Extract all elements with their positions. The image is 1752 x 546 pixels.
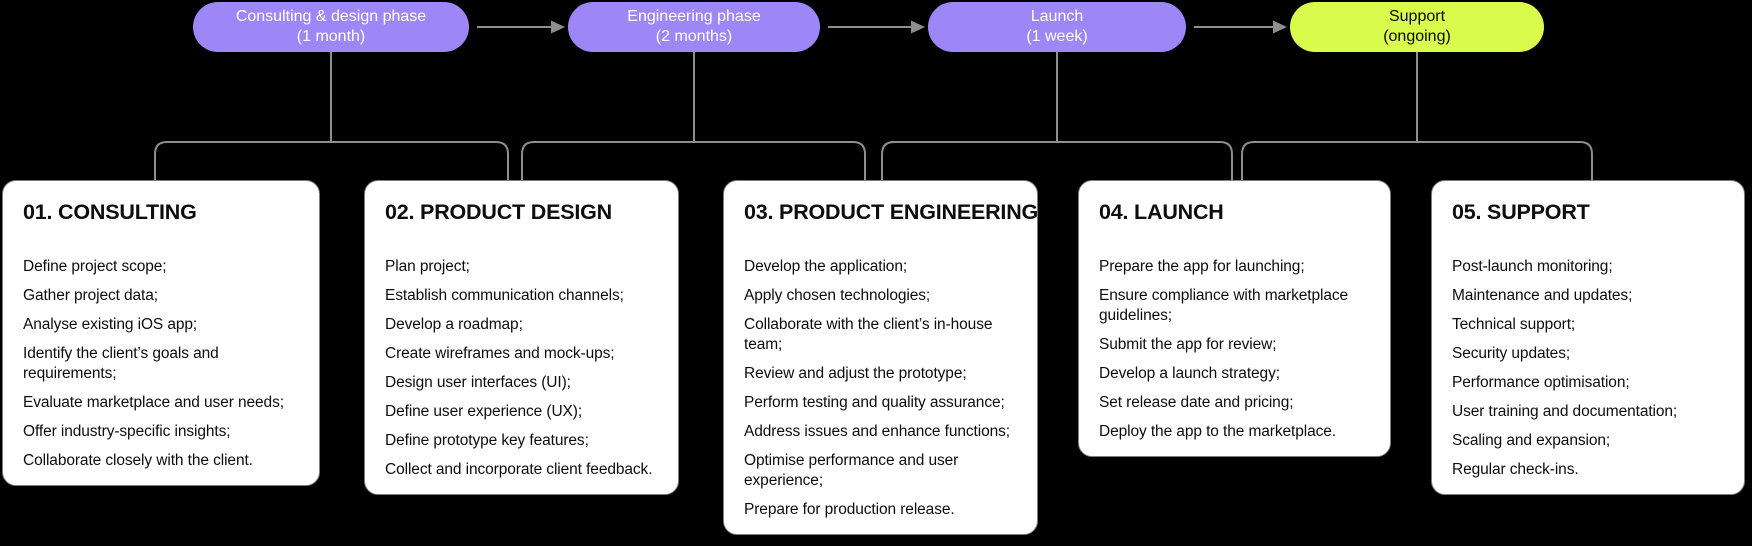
card-title: 02. PRODUCT DESIGN <box>385 200 612 224</box>
card-item: Review and adjust the prototype; <box>744 365 967 382</box>
card-item: Deploy the app to the marketplace. <box>1099 423 1336 440</box>
phase-label: Support <box>1388 8 1446 25</box>
card-product-design: 02. PRODUCT DESIGN Plan project; Establis… <box>364 180 679 495</box>
phase-pill-support: Support (ongoing) <box>1290 2 1544 52</box>
card-item: Apply chosen technologies; <box>744 287 931 304</box>
arrow-head-icon <box>1273 20 1287 34</box>
arrow-head-icon <box>551 20 565 34</box>
card-item: Optimise performance and user experience… <box>744 452 959 489</box>
card-item: Address issues and enhance functions; <box>744 423 1010 440</box>
card-item: Technical support; <box>1452 316 1576 333</box>
card-item: Develop a launch strategy; <box>1099 365 1280 382</box>
card-launch: 04. LAUNCH Prepare the app for launching… <box>1078 180 1391 457</box>
card-item: Define project scope; <box>23 258 167 275</box>
card-item: Define user experience (UX); <box>385 403 583 420</box>
card-item: Security updates; <box>1452 345 1571 362</box>
card-item-list: Prepare the app for launching; Ensure com… <box>1099 257 1370 442</box>
card-product-engineering: 03. PRODUCT ENGINEERING Develop the appl… <box>723 180 1038 535</box>
card-support: 05. SUPPORT Post-launch monitoring; Maint… <box>1431 180 1745 495</box>
bracket-connector <box>154 141 509 180</box>
bracket-connector <box>881 141 1233 180</box>
card-item: Scaling and expansion; <box>1452 432 1611 449</box>
card-item: Post-launch monitoring; <box>1452 258 1613 275</box>
card-item: Collaborate with the client’s in-house t… <box>744 316 993 353</box>
card-item: Maintenance and updates; <box>1452 287 1633 304</box>
phase-duration: (1 month) <box>296 28 366 45</box>
card-item: Define prototype key features; <box>385 432 589 449</box>
card-item-list: Plan project; Establish communication cha… <box>385 257 658 480</box>
phase-label: Consulting & design phase <box>235 8 427 25</box>
card-item: Identify the client’s goals and requirem… <box>23 345 219 382</box>
card-title: 01. CONSULTING <box>23 200 197 224</box>
card-item: Perform testing and quality assurance; <box>744 394 1005 411</box>
card-item: User training and documentation; <box>1452 403 1678 420</box>
card-consulting: 01. CONSULTING Define project scope; Gath… <box>2 180 320 486</box>
bracket-connector <box>521 141 866 180</box>
card-item: Plan project; <box>385 258 470 275</box>
card-item: Develop the application; <box>744 258 908 275</box>
phase-duration: (2 months) <box>655 28 733 45</box>
card-item: Analyse existing iOS app; <box>23 316 198 333</box>
card-item: Establish communication channels; <box>385 287 624 304</box>
phase-duration: (1 week) <box>1026 28 1088 45</box>
card-item: Set release date and pricing; <box>1099 394 1294 411</box>
card-item: Evaluate marketplace and user needs; <box>23 394 284 411</box>
card-item-list: Develop the application; Apply chosen tec… <box>744 257 1017 520</box>
card-title: 05. SUPPORT <box>1452 200 1590 224</box>
card-item: Create wireframes and mock-ups; <box>385 345 615 362</box>
card-title: 03. PRODUCT ENGINEERING <box>744 200 1039 224</box>
card-item: Prepare the app for launching; <box>1099 258 1305 275</box>
arrow-head-icon <box>911 20 925 34</box>
card-item: Prepare for production release. <box>744 501 955 518</box>
card-item-list: Post-launch monitoring; Maintenance and u… <box>1452 257 1724 480</box>
card-item: Collaborate closely with the client. <box>23 452 253 469</box>
bracket-connector <box>1241 141 1593 180</box>
card-item-list: Define project scope; Gather project data… <box>23 257 299 471</box>
phase-pill-engineering: Engineering phase (2 months) <box>568 2 820 52</box>
phase-label: Engineering phase <box>627 8 761 25</box>
phase-pill-launch: Launch (1 week) <box>928 2 1186 52</box>
card-item: Design user interfaces (UI); <box>385 374 571 391</box>
card-item: Collect and incorporate client feedback. <box>385 461 653 478</box>
card-item: Ensure compliance with marketplace guide… <box>1099 287 1349 324</box>
phase-label: Launch <box>1030 8 1084 25</box>
card-item: Develop a roadmap; <box>385 316 523 333</box>
card-item: Gather project data; <box>23 287 158 304</box>
card-item: Performance optimisation; <box>1452 374 1630 391</box>
card-title: 04. LAUNCH <box>1099 200 1224 224</box>
card-item: Regular check-ins. <box>1452 461 1579 478</box>
phase-duration: (ongoing) <box>1383 28 1451 45</box>
card-item: Offer industry-specific insights; <box>23 423 231 440</box>
card-item: Submit the app for review; <box>1099 336 1277 353</box>
phase-pill-consulting-design: Consulting & design phase (1 month) <box>193 2 469 52</box>
